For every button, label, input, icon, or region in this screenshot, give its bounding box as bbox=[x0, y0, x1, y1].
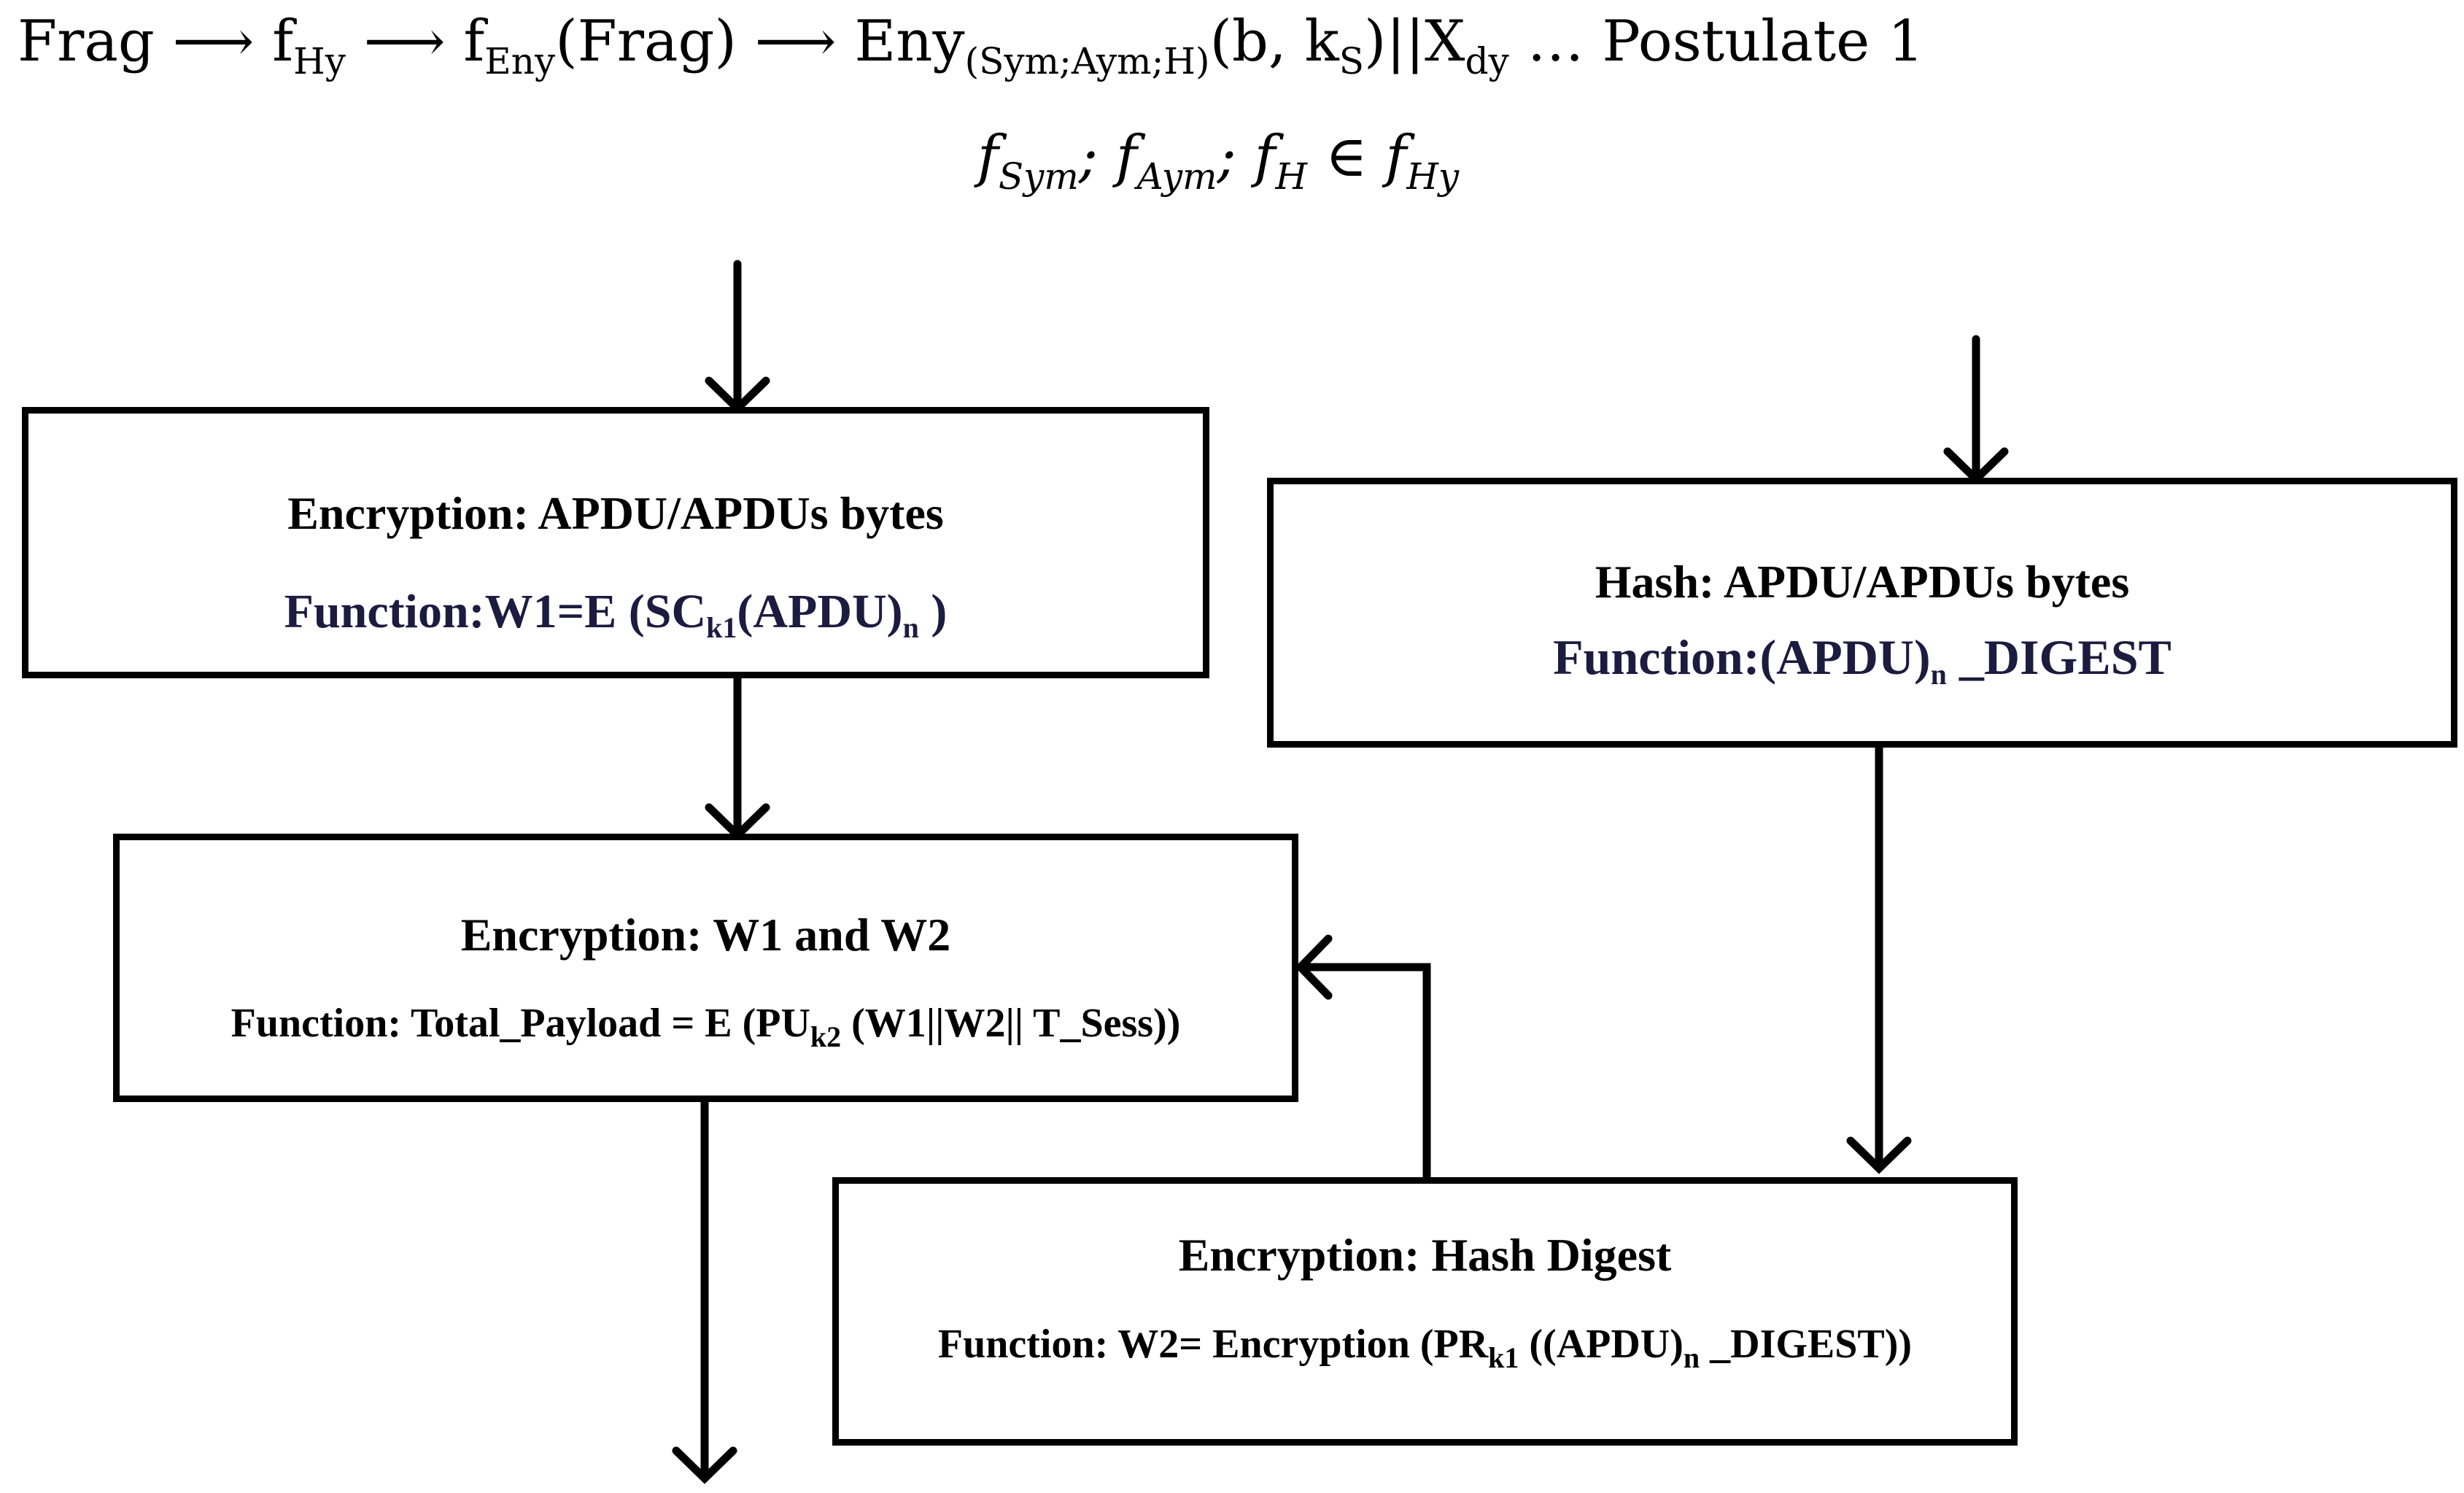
func-text: Function: Total_Payload = E (PU bbox=[230, 1001, 810, 1046]
encryption-hash-digest-box: Encryption: Hash Digest Function: W2= En… bbox=[832, 1177, 2018, 1446]
func-sub: n bbox=[902, 611, 919, 644]
eq-sub-eny: Eny bbox=[484, 40, 556, 82]
func-text: _DIGEST bbox=[1946, 629, 2172, 685]
function-set-equation: fSym; fAym; fH ∈ fHy bbox=[977, 117, 1459, 217]
func-sub: k1 bbox=[1488, 1341, 1519, 1374]
eq-arrow-f: ⟶ f bbox=[345, 9, 485, 74]
eq-sub-sym: (Sym;Aym;H) bbox=[964, 40, 1210, 82]
box-title: Encryption: Hash Digest bbox=[1178, 1229, 1672, 1281]
eq-postulate: … Postulate 1 bbox=[1508, 9, 1924, 74]
eq-frag: Frag bbox=[18, 9, 155, 74]
box-function: Function: Total_Payload = E (PUk2 (W1||W… bbox=[120, 1000, 1292, 1054]
eq2-f: f bbox=[977, 124, 999, 190]
eq-sub-s: S bbox=[1338, 40, 1365, 82]
box-function: Function:(APDU)n _DIGEST bbox=[1274, 629, 2451, 691]
func-text: ((APDU) bbox=[1519, 1322, 1684, 1367]
func-sub: n bbox=[1683, 1341, 1700, 1374]
eq-arrow-f: ⟶ f bbox=[154, 9, 294, 74]
eq2-sub-hy: Hy bbox=[1406, 155, 1460, 198]
eq-sub-hy: Hy bbox=[293, 40, 346, 82]
eq2-sep: ; f bbox=[1217, 124, 1276, 190]
arrowhead bbox=[1846, 1136, 1912, 1174]
func-sub: k1 bbox=[706, 611, 737, 644]
box-function: Function:W1=E (SCk1(APDU)n ) bbox=[28, 584, 1203, 645]
eq-frag-paren: (Frag) bbox=[555, 9, 737, 74]
func-text: Function:W1=E (SC bbox=[284, 585, 707, 638]
eq-sub-dy: dy bbox=[1465, 40, 1509, 82]
box-function: Function: W2= Encryption (PRk1 ((APDU)n … bbox=[839, 1321, 2011, 1375]
box-title: Hash: APDU/APDUs bytes bbox=[1595, 556, 2130, 608]
func-text: ) bbox=[918, 585, 948, 638]
func-text: Function: W2= Encryption (PR bbox=[937, 1322, 1489, 1367]
func-text: (W1||W2|| T_Sess)) bbox=[841, 1001, 1181, 1046]
encryption-w1-w2-box: Encryption: W1 and W2 Function: Total_Pa… bbox=[113, 834, 1298, 1102]
eq2-sub-h: H bbox=[1275, 155, 1308, 198]
hash-apdu-box: Hash: APDU/APDUs bytes Function:(APDU)n … bbox=[1267, 478, 2457, 748]
box-title: Encryption: W1 and W2 bbox=[460, 909, 951, 961]
func-text: Function:(APDU) bbox=[1553, 629, 1931, 685]
box-title: Encryption: APDU/APDUs bytes bbox=[287, 487, 944, 539]
func-text: _DIGEST)) bbox=[1700, 1322, 1913, 1367]
func-sub: k2 bbox=[810, 1020, 842, 1053]
eq-arrow-eny: ⟶ Eny bbox=[736, 9, 965, 74]
arrow-encrypt-hash-to-w1w2 bbox=[1296, 963, 1431, 1182]
arrowhead bbox=[1295, 934, 1333, 1000]
func-sub: n bbox=[1930, 658, 1947, 691]
eq-concat: )||X bbox=[1364, 9, 1465, 74]
postulate-equation: Frag ⟶ fHy ⟶ fEny(Frag) ⟶ Eny(Sym;Aym;H)… bbox=[18, 1, 1924, 101]
eq2-sub-sym: Sym bbox=[998, 155, 1079, 198]
arrowhead bbox=[672, 1446, 737, 1484]
eq2-in: ∈ f bbox=[1307, 124, 1407, 190]
func-text: (APDU) bbox=[737, 585, 903, 638]
eq2-sep: ; f bbox=[1078, 124, 1137, 190]
encryption-apdu-box: Encryption: APDU/APDUs bytes Function:W1… bbox=[22, 407, 1209, 678]
eq2-sub-aym: Aym bbox=[1136, 155, 1217, 198]
eq-bks: (b, k bbox=[1209, 9, 1339, 74]
